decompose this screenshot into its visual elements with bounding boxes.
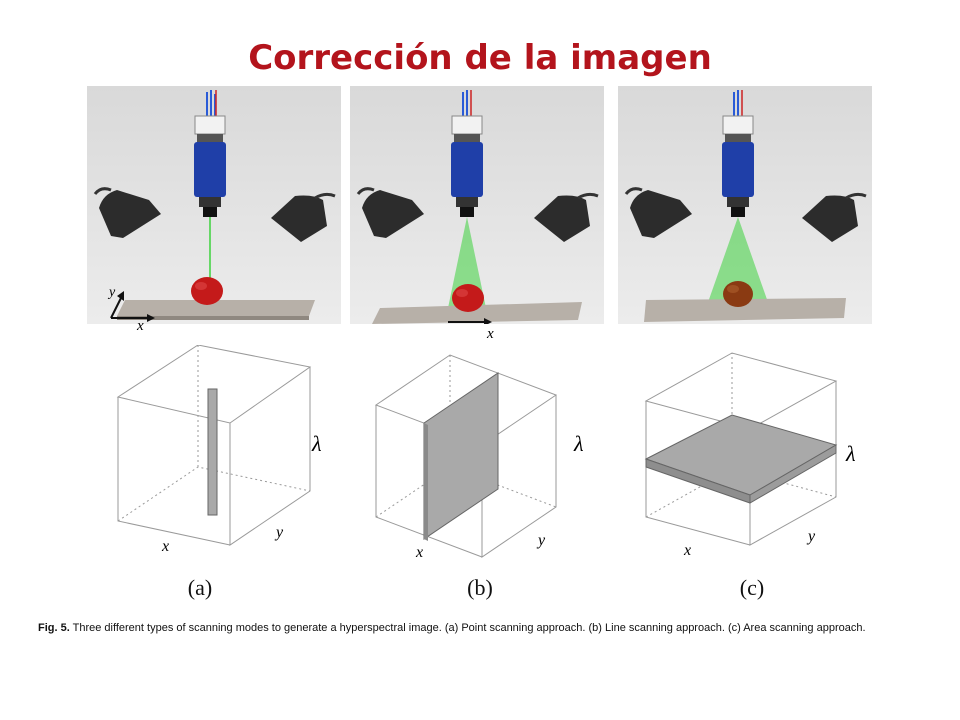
cube-lambda-label: λ — [845, 441, 856, 466]
cube-lambda-label: λ — [311, 431, 322, 456]
cube-x-label: x — [415, 544, 423, 561]
data-cube-b: λ x y — [360, 345, 660, 565]
scene-y-axis-label: y — [107, 285, 116, 300]
apple-icon — [452, 284, 484, 312]
lamp-icon — [93, 187, 161, 238]
scene-x-axis-label: x — [487, 326, 494, 342]
panel-label-b: (b) — [467, 575, 493, 600]
caption-text: Three different types of scanning modes … — [69, 622, 866, 634]
apple-icon — [723, 281, 753, 307]
caption-prefix: Fig. 5. — [38, 622, 70, 634]
camera-icon — [722, 90, 754, 217]
lamp-icon — [356, 187, 424, 238]
lamp-icon — [534, 192, 599, 242]
panel-label-a: (a) — [187, 575, 213, 600]
lamp-icon — [802, 192, 867, 242]
page-title: Corrección de la imagen — [248, 38, 712, 78]
scene-x-axis-label: x — [137, 318, 144, 334]
cube-x-label: x — [161, 538, 169, 555]
cube-y-label: y — [806, 528, 816, 545]
scene-line-scanning — [350, 86, 604, 324]
panel-label-c: (c) — [739, 575, 765, 600]
camera-icon — [451, 90, 483, 217]
cube-lambda-label: λ — [573, 431, 584, 456]
figure-caption: Fig. 5. Three different types of scannin… — [38, 622, 938, 634]
cube-x-label: x — [683, 542, 691, 559]
data-cube-c: λ x y — [640, 345, 940, 565]
cube-y-label: y — [536, 532, 546, 549]
camera-icon — [194, 90, 226, 217]
scene-point-scanning: y — [87, 86, 341, 324]
data-cube-a: λ x y — [100, 345, 400, 565]
cube-y-label: y — [274, 524, 284, 541]
lamp-icon — [271, 192, 336, 242]
lamp-icon — [624, 187, 692, 238]
scene-area-scanning — [618, 86, 872, 324]
apple-icon — [191, 277, 223, 305]
